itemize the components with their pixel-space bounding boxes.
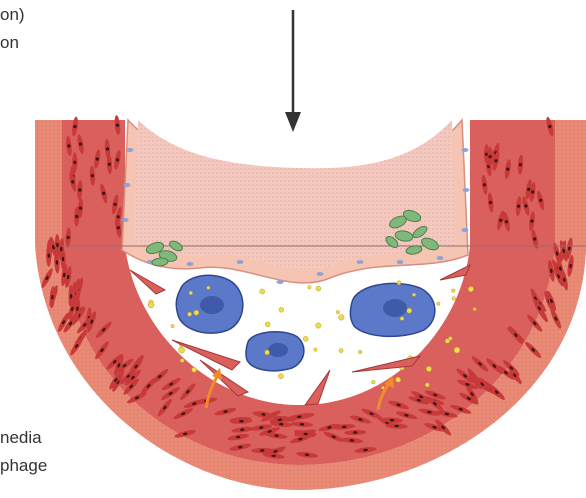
down-arrow-icon bbox=[285, 10, 301, 132]
lipid-cell-left bbox=[176, 275, 243, 333]
lipid-cell-right bbox=[350, 283, 434, 336]
label-bottom-line1: nedia bbox=[0, 428, 42, 448]
label-top-line1: on) bbox=[0, 5, 25, 25]
lipid-cell-center bbox=[246, 332, 304, 371]
label-top-line2: on bbox=[0, 33, 19, 53]
label-bottom-line2: phage bbox=[0, 456, 47, 476]
